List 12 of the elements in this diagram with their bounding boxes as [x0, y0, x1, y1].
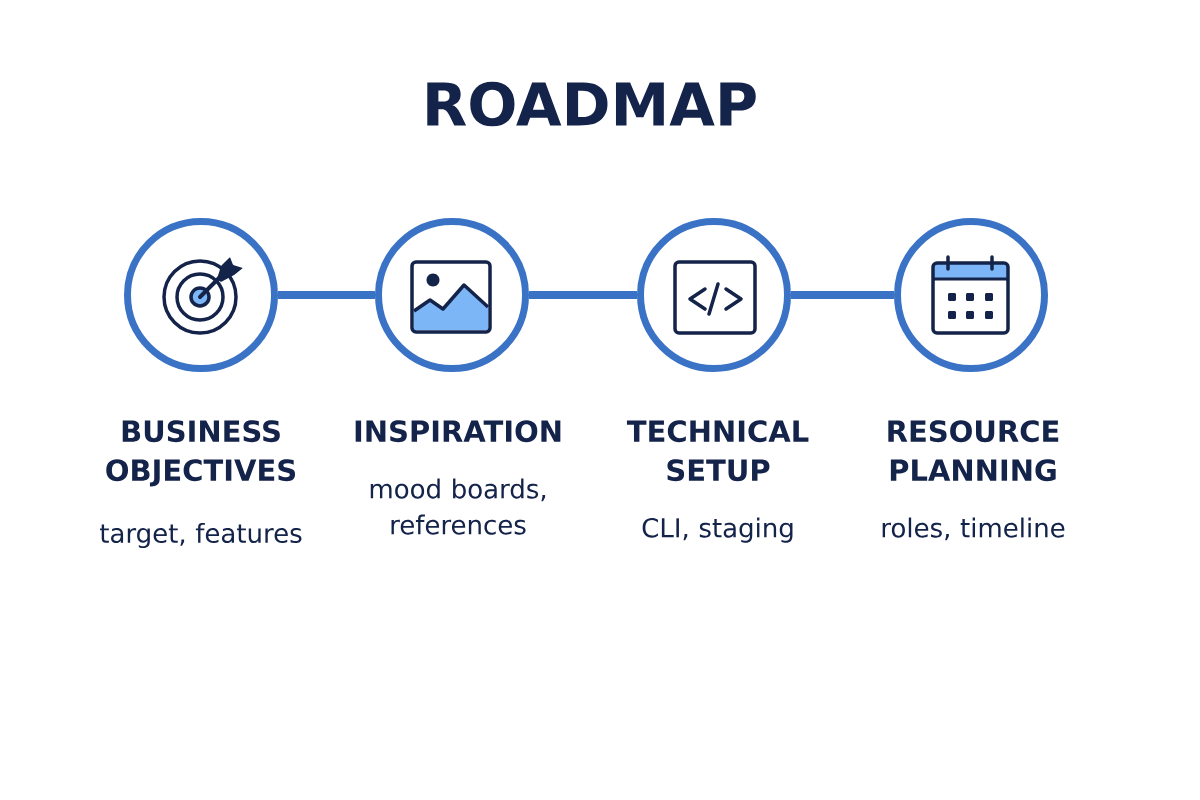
description: roles, timeline	[882, 517, 1065, 541]
heading: INSPIRATION	[355, 420, 561, 443]
connector-line	[791, 291, 894, 299]
heading: RESOURCE PLANNING	[888, 420, 1059, 482]
description: target, features	[100, 522, 302, 549]
heading: BUSINESS OBJECTIVES	[106, 420, 296, 487]
heading: TECHNICAL SETUP	[626, 420, 809, 482]
connector-line	[278, 291, 375, 299]
title: ROADMAP	[427, 81, 756, 127]
description: mood boards, references	[370, 478, 546, 535]
connector-line	[529, 291, 637, 299]
description: CLI, staging	[642, 517, 793, 543]
